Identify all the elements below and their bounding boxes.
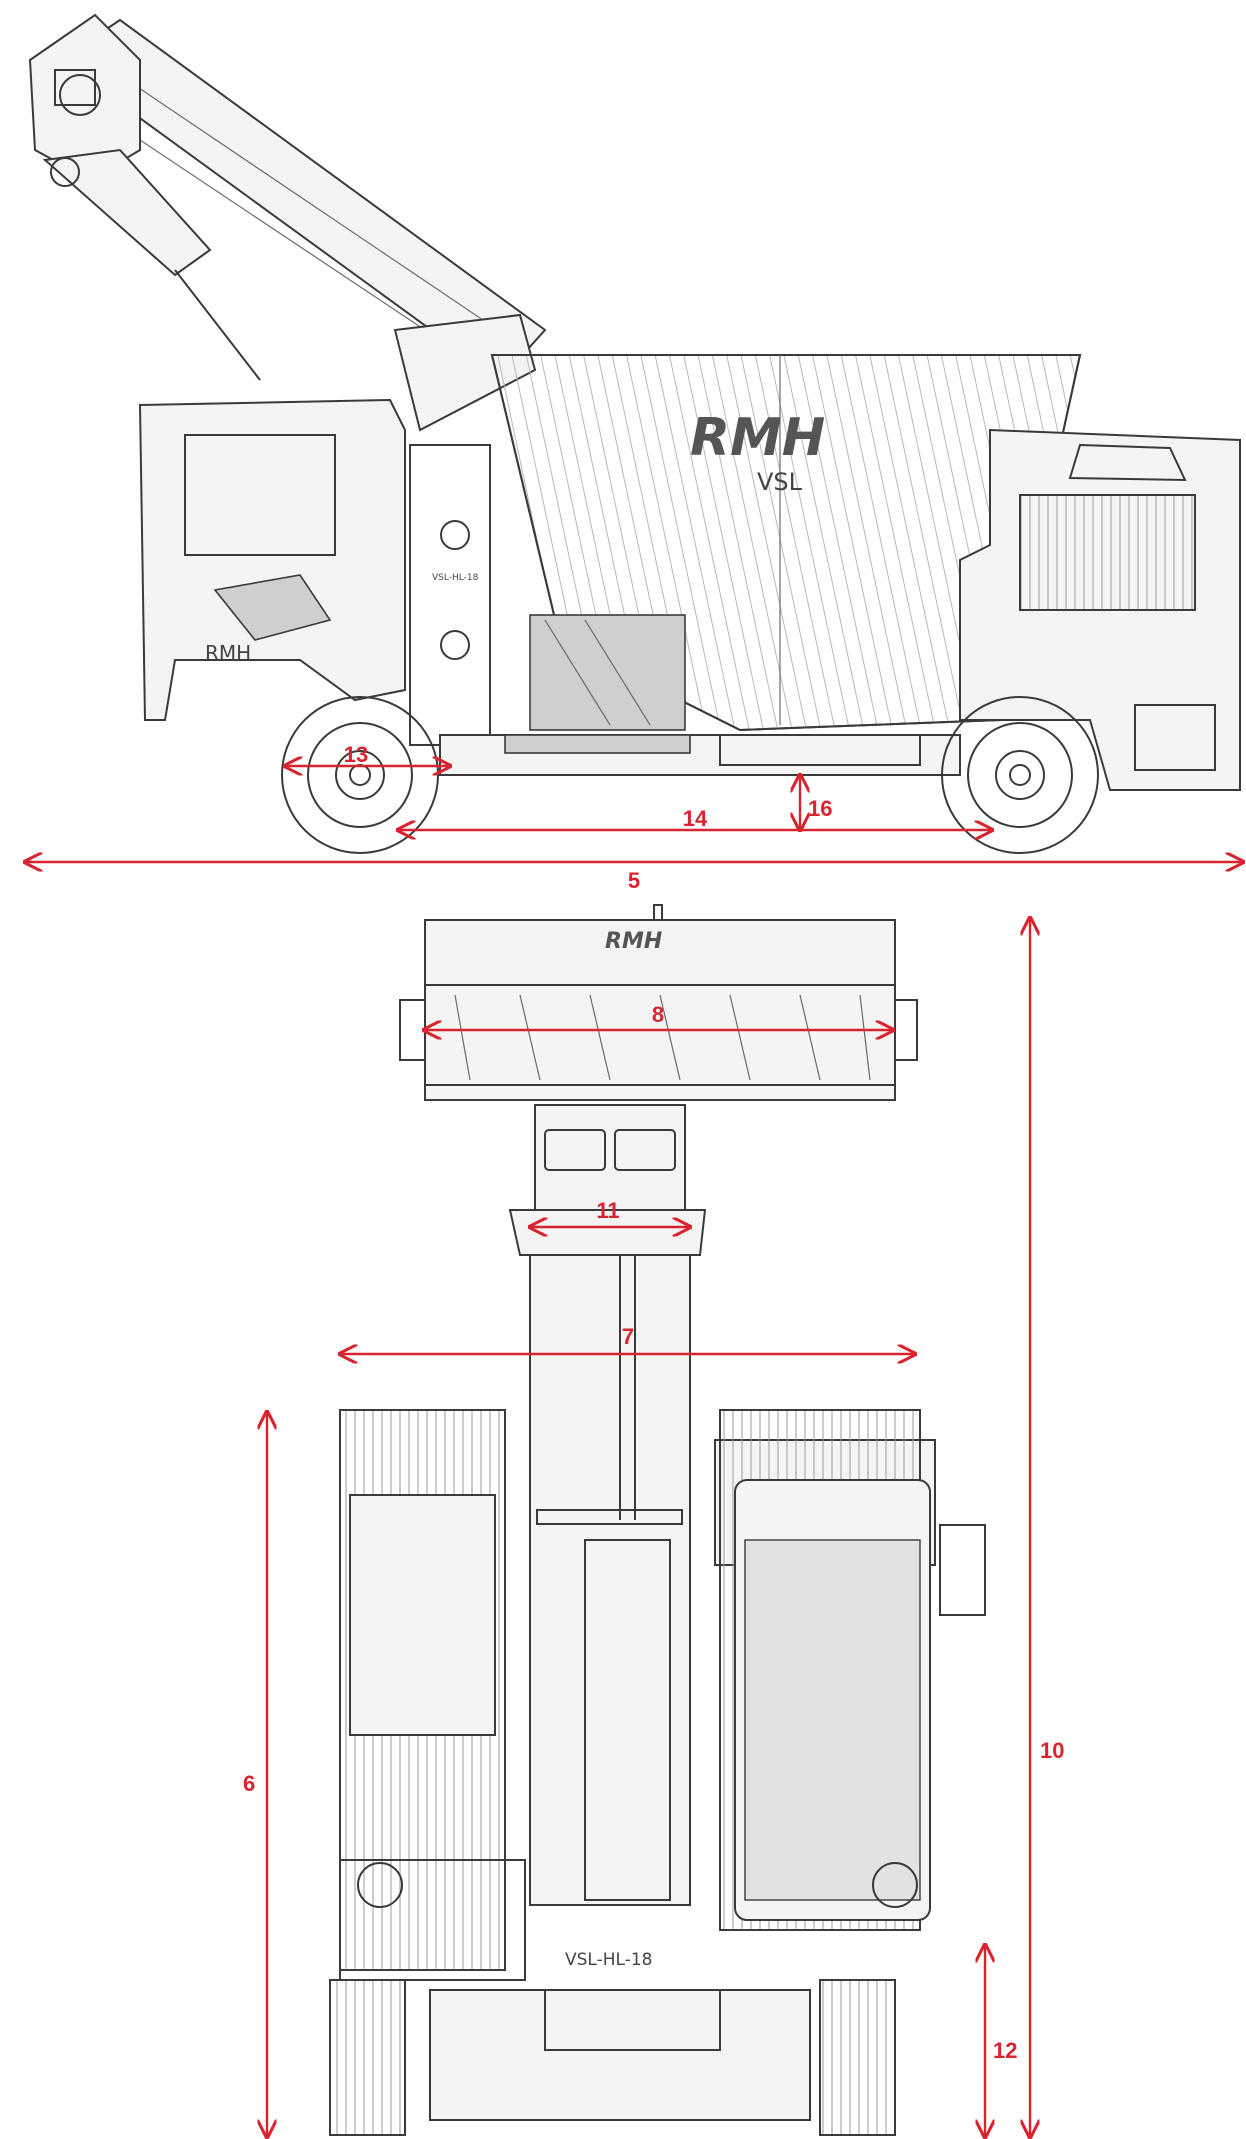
svg-text:5: 5 <box>628 868 640 893</box>
dimension-5: 5 <box>25 862 1243 893</box>
mixer-tub: RMH VSL <box>490 354 1082 732</box>
dimension-7: 7 <box>340 1324 915 1354</box>
svg-text:13: 13 <box>344 742 368 767</box>
svg-text:12: 12 <box>993 2038 1017 2063</box>
dimension-6: 6 <box>243 1412 267 2137</box>
dimension-13: 13 <box>285 742 450 767</box>
chassis <box>439 734 961 776</box>
svg-text:7: 7 <box>622 1324 634 1349</box>
left-platform <box>339 1409 526 1981</box>
cab-top <box>719 1409 986 1931</box>
svg-text:14: 14 <box>683 806 708 831</box>
brand-logo-side: RMH <box>690 408 825 468</box>
side-model-text: VSL <box>757 468 803 496</box>
dimension-8: 8 <box>424 1002 893 1030</box>
cab-side: RMH VSL-HL-18 <box>138 398 491 746</box>
dimension-14: 14 <box>398 806 992 831</box>
brand-logo-top: RMH <box>605 929 662 954</box>
engine-housing <box>959 428 1241 791</box>
svg-text:11: 11 <box>596 1198 619 1223</box>
discharge-conveyor: RMH <box>399 904 918 1101</box>
elevator-arm <box>28 13 547 432</box>
dimension-16: 16 <box>800 775 832 830</box>
dimension-11: 11 <box>530 1198 690 1227</box>
cab-door-logo: RMH <box>205 641 251 665</box>
side-view: RMH VSL RMH VSL-HL-18 <box>28 13 1241 854</box>
rear-model-text: VSL-HL-18 <box>565 1950 652 1970</box>
top-view: RMH VSL-HL-18 <box>329 904 986 2136</box>
rear-axle-top <box>329 1979 896 2136</box>
side-plate-text: VSL-HL-18 <box>432 573 479 583</box>
svg-text:16: 16 <box>808 796 832 821</box>
svg-text:8: 8 <box>652 1002 664 1027</box>
dimension-12: 12 <box>985 1945 1017 2137</box>
svg-text:10: 10 <box>1040 1738 1064 1763</box>
svg-text:6: 6 <box>243 1771 255 1796</box>
dimension-10: 10 <box>1030 918 1064 2137</box>
